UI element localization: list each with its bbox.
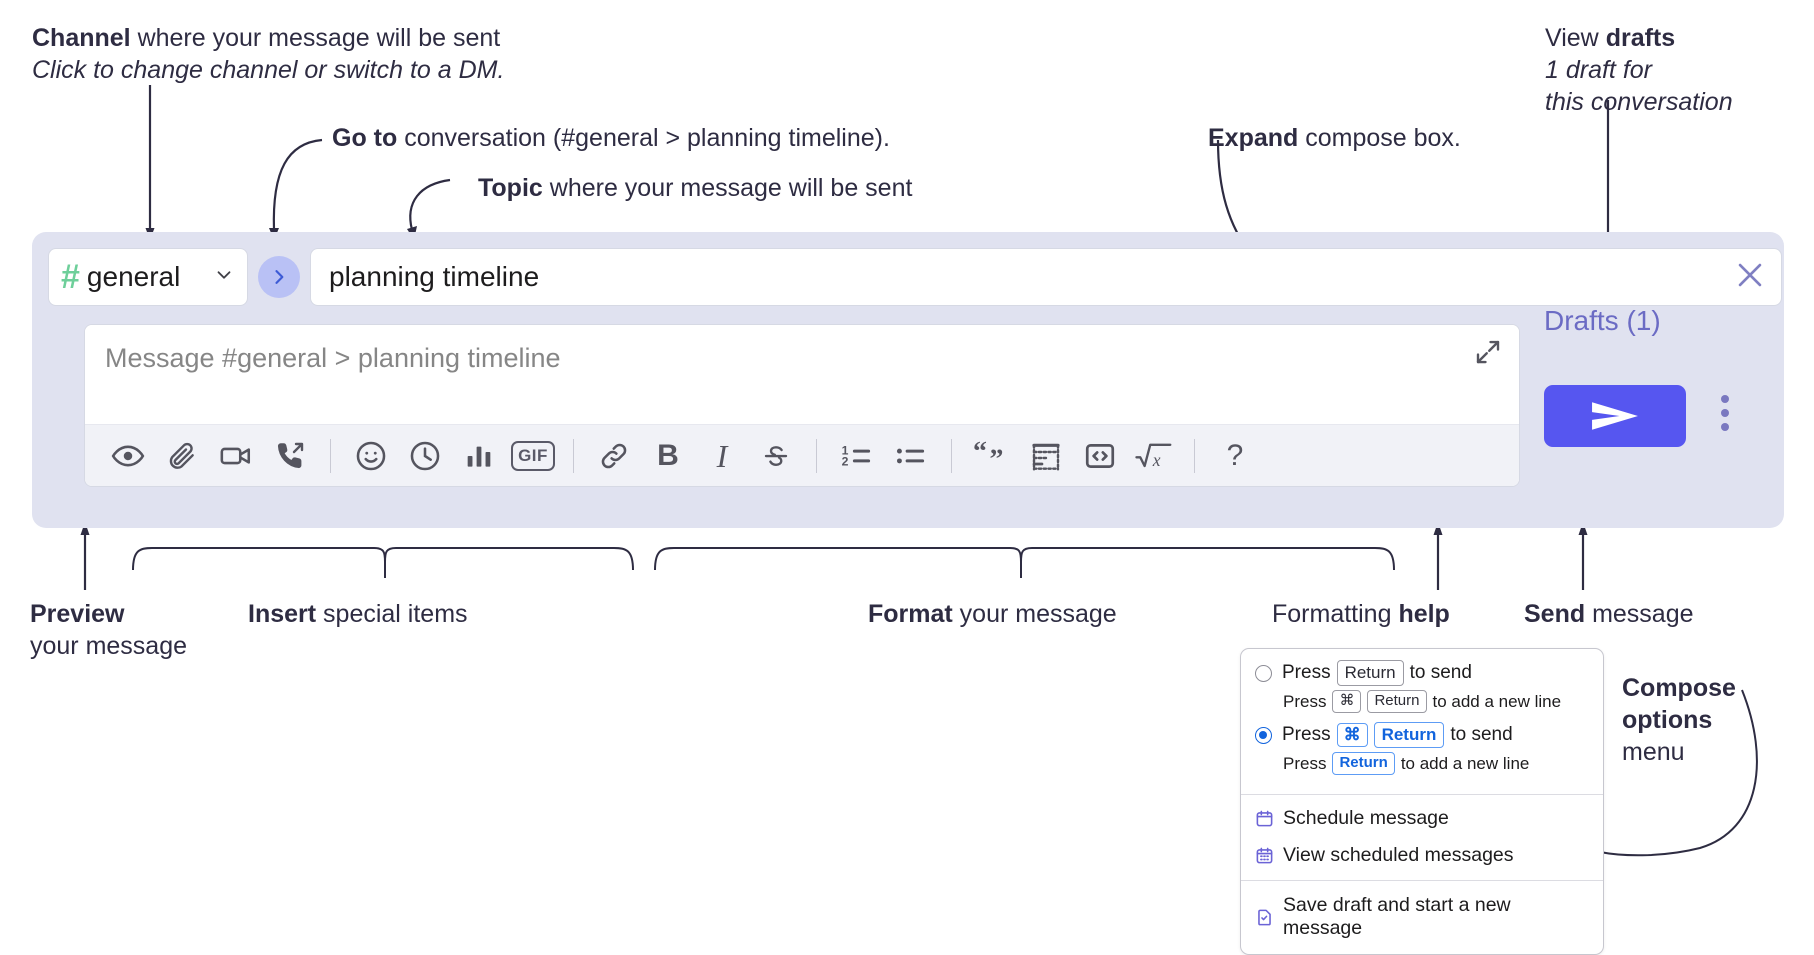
kebab-dot — [1721, 423, 1729, 431]
annotation-format: Format your message — [868, 600, 1117, 628]
send-arrow-icon — [1592, 402, 1638, 430]
menu-item-schedule-message[interactable]: Schedule message — [1241, 800, 1603, 837]
help-icon[interactable]: ? — [1208, 432, 1262, 480]
key-return: Return — [1336, 660, 1404, 687]
menu-divider — [1241, 794, 1603, 795]
annotation-topic: Topic where your message will be sent — [478, 174, 913, 202]
inline-code-icon[interactable] — [1073, 432, 1127, 480]
svg-text:1: 1 — [842, 443, 849, 457]
annotation-preview: Preview your message — [30, 600, 188, 660]
annotation-compose-options: Compose options menu — [1622, 674, 1736, 766]
annotation-insert: Insert special items — [248, 600, 468, 628]
key-return: Return — [1332, 752, 1395, 775]
video-icon[interactable] — [209, 432, 263, 480]
annotation-goto: Go to conversation (#general > planning … — [332, 124, 890, 152]
expand-icon[interactable] — [1473, 337, 1503, 372]
message-box: Message #general > planning timeline — [84, 324, 1520, 487]
channel-selector[interactable]: # general — [48, 248, 248, 306]
clear-topic-icon[interactable] — [1733, 258, 1767, 297]
key-command: ⌘ — [1332, 690, 1362, 713]
calendar-icon — [1255, 809, 1274, 828]
code-block-icon[interactable] — [1019, 432, 1073, 480]
toolbar-separator — [816, 438, 817, 473]
menu-item-view-scheduled-messages[interactable]: View scheduled messages — [1241, 837, 1603, 874]
calendar-grid-icon — [1255, 846, 1274, 865]
gif-label: GIF — [511, 440, 555, 471]
menu-divider — [1241, 880, 1603, 881]
svg-text:”: ” — [989, 443, 1003, 472]
menu-item-label: Save draft and start a new message — [1283, 894, 1511, 939]
message-placeholder: Message #general > planning timeline — [105, 343, 561, 373]
key-return: Return — [1367, 690, 1427, 713]
option-label: Press Return to send — [1282, 660, 1472, 687]
kebab-dot — [1721, 395, 1729, 403]
link-icon[interactable] — [587, 432, 641, 480]
annotation-send: Send message — [1524, 600, 1694, 628]
compose-options-menu: Press Return to send Press ⌘ Return to a… — [1240, 648, 1604, 955]
poll-icon[interactable] — [452, 432, 506, 480]
annotation-channel: Channel where your message will be sent … — [32, 24, 505, 84]
math-icon[interactable]: x — [1127, 432, 1181, 480]
key-command: ⌘ — [1336, 723, 1368, 748]
annotation-formatting-help: Formatting help — [1272, 600, 1450, 628]
send-preference-section: Press Return to send Press ⌘ Return to a… — [1241, 649, 1603, 794]
channel-name-label: general — [86, 261, 181, 292]
bold-label: B — [657, 438, 679, 472]
option-return-to-send[interactable]: Press Return to send — [1255, 660, 1589, 687]
compose-options-button[interactable] — [1710, 395, 1740, 431]
italic-icon[interactable]: I — [695, 432, 749, 480]
option-label: Press ⌘ Return to send — [1282, 722, 1513, 749]
compose-header-row: # general planning timeline — [48, 248, 1782, 306]
annotation-drafts: View drafts 1 draft for this conversatio… — [1545, 24, 1733, 116]
radio-cmd-return-to-send[interactable] — [1255, 726, 1272, 744]
message-input[interactable]: Message #general > planning timeline — [85, 325, 1519, 424]
key-return: Return — [1373, 722, 1445, 749]
toolbar-separator — [330, 438, 331, 473]
menu-item-label: View scheduled messages — [1283, 844, 1514, 866]
drafts-link[interactable]: Drafts (1) — [1544, 305, 1661, 336]
formatting-toolbar: GIF B I — [85, 424, 1519, 486]
blockquote-icon[interactable]: “ ” — [965, 432, 1019, 480]
option-cmd-return-subtext: Press Return to add a new line — [1283, 752, 1589, 775]
toolbar-separator — [951, 438, 952, 473]
toolbar-separator — [573, 438, 574, 473]
emoji-icon[interactable] — [344, 432, 398, 480]
option-cmd-return-to-send[interactable]: Press ⌘ Return to send — [1255, 722, 1589, 749]
kebab-dot — [1721, 409, 1729, 417]
menu-item-save-draft[interactable]: Save draft and start a new message — [1241, 887, 1603, 947]
compose-panel: # general planning timeline Message #gen… — [32, 232, 1784, 528]
annotation-expand: Expand compose box. — [1208, 124, 1461, 152]
save-draft-icon — [1255, 908, 1274, 927]
bullet-list-icon[interactable] — [884, 432, 938, 480]
goto-conversation-button[interactable] — [258, 256, 300, 298]
svg-text:x: x — [1152, 450, 1161, 470]
clock-icon[interactable] — [398, 432, 452, 480]
topic-input[interactable]: planning timeline — [310, 248, 1782, 306]
hash-icon: # — [61, 258, 80, 296]
toolbar-separator — [1194, 438, 1195, 473]
svg-text:2: 2 — [842, 454, 849, 468]
gif-icon[interactable]: GIF — [506, 432, 560, 480]
svg-text:“: “ — [973, 440, 987, 467]
bold-icon[interactable]: B — [641, 432, 695, 480]
menu-item-label: Schedule message — [1283, 807, 1449, 829]
option-return-subtext: Press ⌘ Return to add a new line — [1283, 690, 1589, 713]
radio-return-to-send[interactable] — [1255, 664, 1272, 682]
help-label: ? — [1226, 438, 1244, 472]
send-button[interactable] — [1544, 385, 1686, 447]
strikethrough-icon[interactable] — [749, 432, 803, 480]
topic-value: planning timeline — [329, 261, 540, 292]
chevron-down-icon — [213, 264, 235, 291]
audio-call-icon[interactable] — [263, 432, 317, 480]
preview-icon[interactable] — [101, 432, 155, 480]
italic-label: I — [716, 437, 728, 474]
ordered-list-icon[interactable]: 1 2 — [830, 432, 884, 480]
attachment-icon[interactable] — [155, 432, 209, 480]
